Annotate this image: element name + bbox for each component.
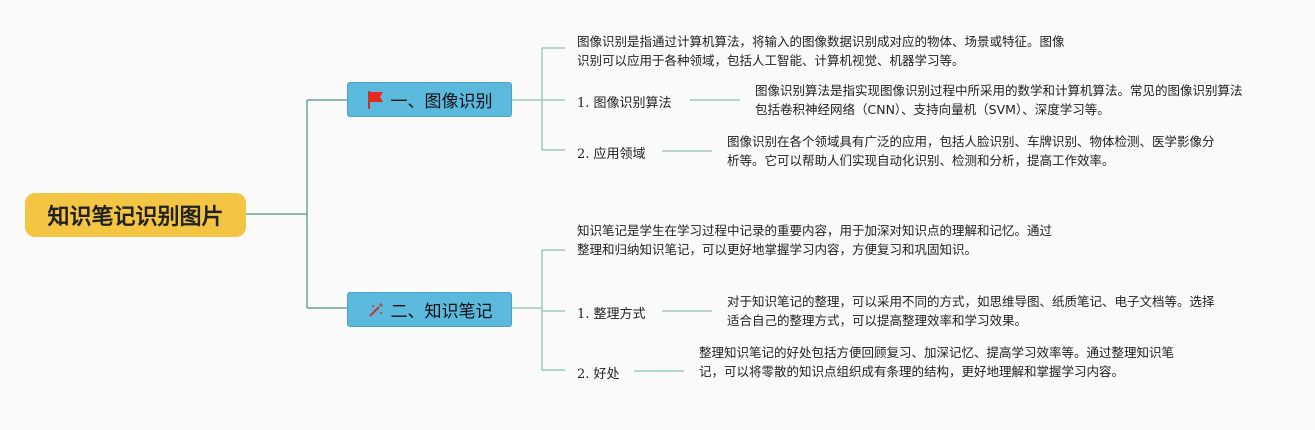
root-node[interactable]: 知识笔记识别图片 <box>25 193 246 237</box>
child-text: 图像识别在各个领域具有广泛的应用，包括人脸识别、车牌识别、物体检测、医学影像分析… <box>727 134 1215 168</box>
root-title: 知识笔记识别图片 <box>47 205 224 230</box>
summary-text: 图像识别是指通过计算机算法，将输入的图像数据识别成对应的物体、场景或特征。图像识… <box>577 34 1065 68</box>
child-label[interactable]: 1. 整理方式 <box>577 307 646 322</box>
child-label[interactable]: 1. 图像识别算法 <box>577 96 672 111</box>
branch-node-image-recognition[interactable]: 一、图像识别 <box>347 82 512 117</box>
branch-title: 二、知识笔记 <box>390 302 493 322</box>
branch-title: 一、图像识别 <box>390 92 493 112</box>
child-text: 整理知识笔记的好处包括方便回顾复习、加深记忆、提高学习效率等。通过整理知识笔记，… <box>699 345 1175 379</box>
child-text: 图像识别算法是指实现图像识别过程中所采用的数学和计算机算法。常见的图像识别算法包… <box>755 83 1243 117</box>
branch-node-knowledge-notes[interactable]: 二、知识笔记 <box>347 292 512 327</box>
child-text: 对于知识笔记的整理，可以采用不同的方式，如思维导图、纸质笔记、电子文档等。选择适… <box>727 294 1215 328</box>
child-label[interactable]: 2. 应用领域 <box>577 147 646 162</box>
red-flag-icon <box>367 90 385 110</box>
magic-wand-icon <box>367 301 385 319</box>
child-label[interactable]: 2. 好处 <box>577 367 620 382</box>
summary-text: 知识笔记是学生在学习过程中记录的重要内容，用于加深对知识点的理解和记忆。通过整理… <box>577 223 1053 257</box>
